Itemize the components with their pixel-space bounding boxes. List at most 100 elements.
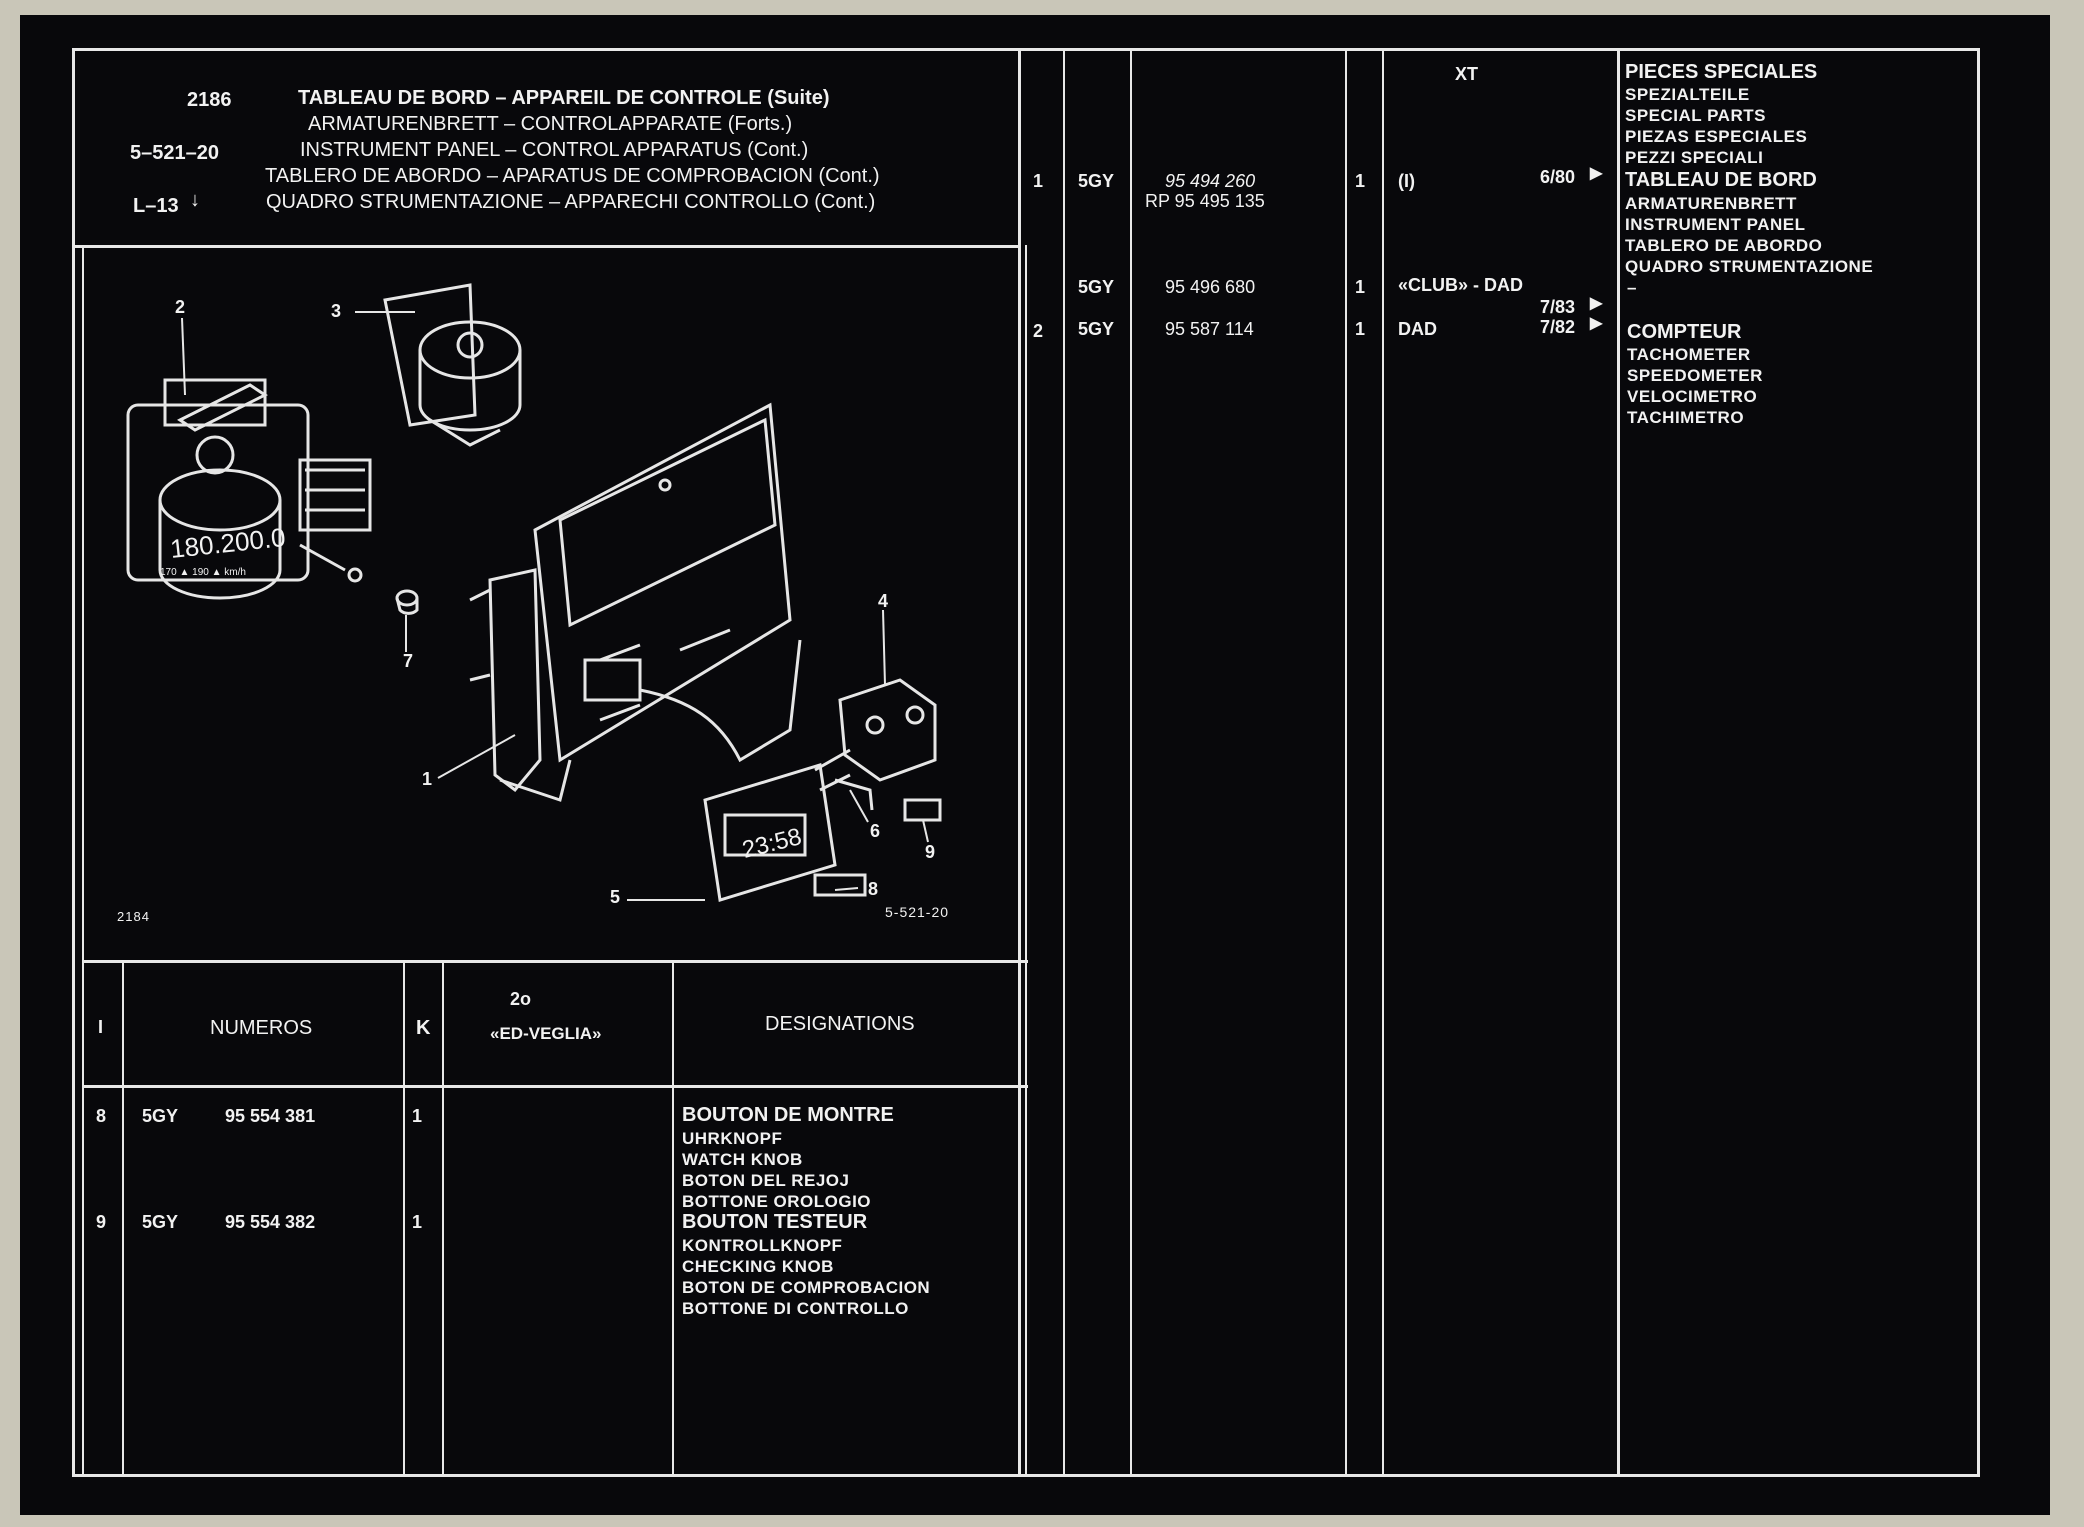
film-background — [20, 15, 2050, 1515]
right-col-4 — [1345, 48, 1347, 1477]
part-4-drawing — [838, 678, 937, 782]
frame-left — [72, 48, 75, 1477]
panel-name-fr: TABLEAU DE BORD — [1625, 169, 1817, 191]
header-designations: DESIGNATIONS — [765, 1013, 915, 1035]
lower-col-index — [122, 960, 124, 1475]
right-row-2-number: 95 496 680 — [1165, 277, 1256, 297]
row-8-index: 8 — [96, 1106, 107, 1126]
row-8-code: 5GY — [142, 1106, 179, 1126]
clock-module-5-drawing — [703, 748, 851, 902]
row-8-designation-it: BOTTONE OROLOGIO — [682, 1192, 872, 1211]
lower-header-divider — [82, 1085, 1028, 1088]
counter-name-it: TACHIMETRO — [1627, 408, 1745, 427]
callout-2: 2 — [175, 297, 186, 317]
title-en: INSTRUMENT PANEL – CONTROL APPARATUS (Co… — [300, 139, 809, 161]
title-es: TABLERO DE ABORDO – APARATUS DE COMPROBA… — [265, 165, 880, 187]
header-variant-top: 2o — [510, 989, 532, 1009]
panel-name-it: QUADRO STRUMENTAZIONE — [1625, 257, 1874, 276]
special-parts-es: PIEZAS ESPECIALES — [1625, 127, 1808, 146]
right-row-3-code: 5GY — [1078, 319, 1115, 339]
speedometer-unit-drawing — [126, 378, 372, 600]
counter-name-fr: COMPTEUR — [1627, 321, 1742, 343]
lower-col-variant — [672, 960, 674, 1475]
row-9-qty: 1 — [412, 1212, 423, 1232]
header-index: I — [98, 1017, 104, 1037]
right-col-6 — [1617, 48, 1620, 1477]
callout-6: 6 — [870, 821, 881, 841]
panel-name-de: ARMATURENBRETT — [1625, 194, 1797, 213]
xt-header: XT — [1455, 64, 1479, 84]
right-row-1-number-alt: RP 95 495 135 — [1145, 191, 1265, 211]
motor-drawing — [383, 283, 522, 447]
row-8-designation-en: WATCH KNOB — [682, 1150, 803, 1169]
right-row-2-date: 7/83 — [1540, 297, 1576, 317]
row-9-code: 5GY — [142, 1212, 179, 1232]
left-inner-vline — [82, 245, 84, 1475]
lower-col-k — [442, 960, 444, 1475]
row-8-qty: 1 — [412, 1106, 423, 1126]
right-row-1-code: 5GY — [1078, 171, 1115, 191]
panel-name-dash: – — [1627, 278, 1637, 297]
frame-top — [72, 48, 1980, 51]
callout-1: 1 — [422, 769, 433, 789]
right-col-1 — [1018, 48, 1021, 1477]
part-9-drawing — [903, 798, 942, 822]
down-arrow-icon: ↓ — [190, 189, 200, 211]
part-8-drawing — [813, 873, 867, 897]
right-row-1-model: (I) — [1398, 171, 1415, 191]
title-de: ARMATURENBRETT – CONTROLAPPARATE (Forts.… — [308, 113, 793, 135]
right-row-3-date: 7/82 — [1540, 317, 1576, 337]
panel-name-es: TABLERO DE ABORDO — [1625, 236, 1823, 255]
row-9-designation-it: BOTTONE DI CONTROLLO — [682, 1299, 909, 1318]
special-parts-en: SPECIAL PARTS — [1625, 106, 1766, 125]
right-row-1-qty: 1 — [1355, 171, 1366, 191]
row-8-designation-de: UHRKNOPF — [682, 1129, 783, 1148]
row-9-designation-es: BOTON DE COMPROBACION — [682, 1278, 931, 1297]
right-row-2-model: «CLUB» - DAD — [1398, 275, 1524, 295]
special-parts-de: SPEZIALTEILE — [1625, 85, 1750, 104]
right-col-3 — [1130, 48, 1132, 1477]
frame-bottom — [72, 1474, 1980, 1477]
right-row-3-index: 2 — [1033, 321, 1044, 341]
part-6-drawing — [834, 778, 874, 811]
row-9-number: 95 554 382 — [225, 1212, 316, 1232]
row-8-designation-es: BOTON DEL REJOJ — [682, 1171, 850, 1190]
right-row-1-index: 1 — [1033, 171, 1044, 191]
callout-8: 8 — [868, 879, 879, 899]
row-9-designation-de: KONTROLLKNOPF — [682, 1236, 843, 1255]
lower-col-designations-end — [1025, 245, 1027, 1475]
right-row-3-number: 95 587 114 — [1165, 319, 1254, 339]
header-k: K — [416, 1017, 431, 1039]
speedo-scale: 170 ▲ 190 ▲ km/h — [160, 567, 246, 578]
header-variant-bottom: «ED-VEGLIA» — [490, 1024, 602, 1043]
figure-number: 2184 — [117, 909, 150, 924]
row-9-index: 9 — [96, 1212, 107, 1232]
right-row-1-number: 95 494 260 — [1165, 171, 1256, 191]
right-row-1-marker-icon: ▶ — [1590, 165, 1603, 182]
page-number: 2186 — [187, 89, 232, 111]
callout-7: 7 — [403, 651, 414, 671]
callout-5: 5 — [610, 887, 621, 907]
row-8-designation-fr: BOUTON DE MONTRE — [682, 1104, 894, 1126]
title-divider — [72, 245, 1020, 248]
counter-name-es: VELOCIMETRO — [1627, 387, 1758, 406]
figure-ref: 5-521-20 — [885, 904, 950, 920]
frame-right — [1977, 48, 1980, 1477]
right-row-2-marker-icon: ▶ — [1590, 295, 1603, 312]
title-fr: TABLEAU DE BORD – APPAREIL DE CONTROLE (… — [298, 87, 830, 109]
row-9-designation-fr: BOUTON TESTEUR — [682, 1211, 868, 1233]
callout-4: 4 — [878, 591, 889, 611]
exploded-diagram — [126, 283, 942, 902]
part-7-drawing — [395, 589, 419, 615]
right-row-1-date: 6/80 — [1540, 167, 1576, 187]
right-row-2-code: 5GY — [1078, 277, 1115, 297]
right-row-3-qty: 1 — [1355, 319, 1366, 339]
right-row-2-qty: 1 — [1355, 277, 1366, 297]
counter-name-de: TACHOMETER — [1627, 345, 1751, 364]
index-code: L–13 — [133, 195, 179, 217]
right-col-5 — [1382, 48, 1384, 1477]
right-row-3-marker-icon: ▶ — [1590, 315, 1603, 332]
section-code: 5–521–20 — [130, 142, 219, 164]
right-col-2 — [1063, 48, 1065, 1477]
